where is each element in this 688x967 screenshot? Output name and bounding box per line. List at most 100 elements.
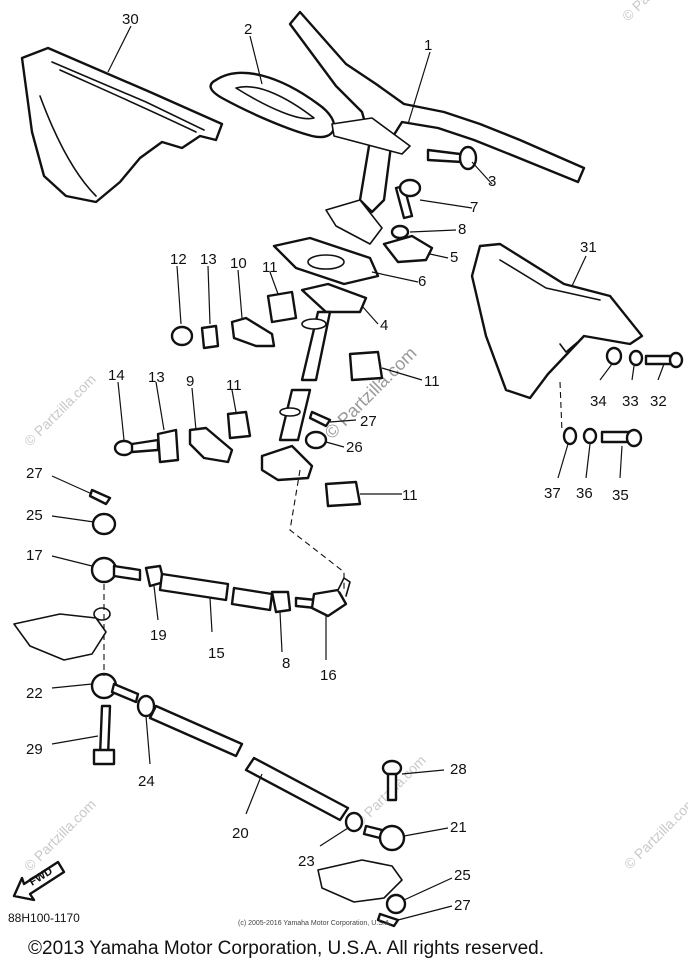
- steering-arm-upper: [13, 607, 111, 661]
- ball-joint-21: [362, 824, 406, 852]
- callout: 25: [26, 507, 43, 524]
- bolt-14: [113, 438, 160, 457]
- handlebar-bolt: [426, 145, 478, 171]
- callout: 1: [424, 37, 432, 54]
- callout: 13: [200, 251, 217, 268]
- forward-direction-arrow: FWD: [12, 860, 66, 902]
- plate-13-upper: [200, 324, 220, 350]
- callout: 23: [298, 853, 315, 870]
- drawing-number: 88H100-1170: [8, 911, 80, 925]
- callout: 2: [244, 21, 252, 38]
- callout: 5: [450, 249, 458, 266]
- pin-27-bottom: [376, 912, 400, 928]
- bushing-11-left: [226, 410, 252, 440]
- callout: 11: [262, 259, 278, 276]
- nut-36: [582, 427, 598, 445]
- watermark: © Partzilla.com: [621, 794, 688, 872]
- handlebar-clamp: [382, 234, 434, 264]
- washer-34: [605, 346, 623, 366]
- steering-arm-lower: [317, 859, 403, 903]
- callout: 27: [26, 465, 43, 482]
- ball-joint-16: [294, 577, 351, 618]
- callout: 37: [544, 485, 561, 502]
- callout: 19: [150, 627, 167, 644]
- callout: 27: [454, 897, 471, 914]
- callout: 32: [650, 393, 667, 410]
- nut-25-upper: [91, 512, 117, 536]
- callout: 3: [488, 173, 496, 190]
- bolt-7: [394, 178, 422, 220]
- callout: 35: [612, 487, 629, 504]
- nut-8-lower: [270, 590, 292, 614]
- callout: 28: [450, 761, 467, 778]
- callout: 34: [590, 393, 607, 410]
- callout: 20: [232, 825, 249, 842]
- watermark: © Partzilla.com: [21, 371, 99, 449]
- nut-23: [344, 811, 364, 833]
- callout: 29: [26, 741, 43, 758]
- tie-rod-20: [244, 756, 350, 822]
- callout: 4: [380, 317, 388, 334]
- callout: 8: [458, 221, 466, 238]
- nut-12: [170, 325, 194, 347]
- callout: 31: [580, 239, 597, 256]
- handlebar-holder: [272, 236, 380, 286]
- callout: 9: [186, 373, 194, 390]
- callout: 25: [454, 867, 471, 884]
- callout: 13: [148, 369, 165, 386]
- callout: 26: [346, 439, 363, 456]
- callout: 22: [26, 685, 43, 702]
- callout: 12: [170, 251, 187, 268]
- bolt-28: [381, 759, 403, 802]
- washer-8: [390, 224, 410, 240]
- callout-numbers: 30 2 1 3 7 8 5 6 31 12 13 10 11 4 14 13 …: [26, 11, 667, 914]
- callout: 8: [282, 655, 290, 672]
- watermark: © Partzilla.com: [619, 0, 688, 24]
- bracket-9: [188, 426, 234, 464]
- callout: 17: [26, 547, 43, 564]
- bracket-10: [230, 316, 276, 348]
- assembly-lines: [103, 381, 563, 676]
- bolt-29: [92, 704, 116, 766]
- leader-lines: [51, 25, 665, 921]
- ball-joint-17: [90, 556, 142, 584]
- callout: 10: [230, 255, 247, 272]
- callout: 33: [622, 393, 639, 410]
- nut-25-lower: [385, 893, 407, 915]
- callout: 14: [108, 367, 125, 384]
- copyright-notice: ©2013 Yamaha Motor Corporation, U.S.A. A…: [28, 938, 544, 959]
- callout: 7: [470, 199, 478, 216]
- callout: 15: [208, 645, 225, 662]
- bolt-35: [600, 428, 643, 448]
- callout: 11: [226, 377, 242, 394]
- bushing-11-lower: [324, 480, 362, 508]
- callout: 6: [418, 273, 426, 290]
- plate-13-lower: [156, 428, 180, 464]
- inner-copyright: (c) 2005-2016 Yamaha Motor Corporation, …: [238, 920, 392, 927]
- ball-joint-22: [90, 672, 140, 704]
- bushing-11-right: [348, 350, 384, 382]
- grip-pad: [209, 71, 336, 139]
- callout: 27: [360, 413, 377, 430]
- callout: 24: [138, 773, 155, 790]
- nut-26: [304, 430, 328, 450]
- column-cover: [470, 242, 644, 400]
- callout: 11: [424, 373, 440, 390]
- callout: 30: [122, 11, 139, 28]
- callout: 21: [450, 819, 467, 836]
- handlebar: [288, 10, 586, 245]
- callout: 36: [576, 485, 593, 502]
- callout: 11: [402, 487, 418, 504]
- pin-27-center: [308, 410, 332, 428]
- sleeve: [230, 586, 274, 612]
- handlebar-cover: [20, 46, 224, 204]
- watermark: © Partzilla.com: [21, 796, 99, 874]
- tie-rod-20-upper: [148, 704, 244, 758]
- bushing-11-upper: [266, 290, 298, 324]
- callout: 16: [320, 667, 337, 684]
- steering-column: [260, 282, 368, 482]
- washer-37: [562, 426, 578, 446]
- tie-rod-15: [158, 572, 230, 602]
- bolt-32: [644, 351, 684, 369]
